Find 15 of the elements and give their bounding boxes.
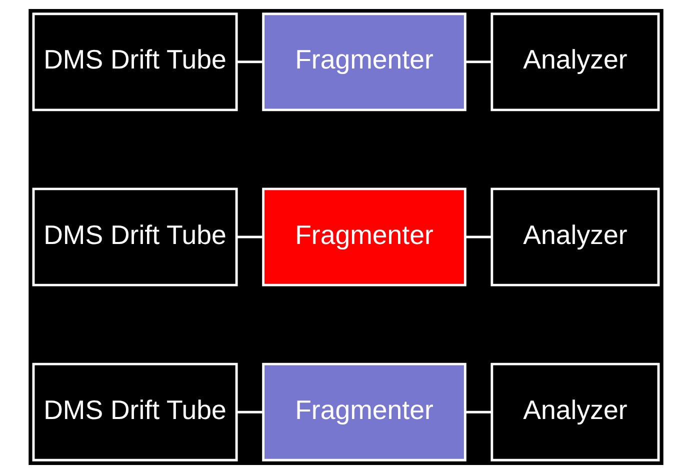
node-box: Analyzer	[490, 187, 660, 286]
connector	[464, 235, 492, 238]
connector	[464, 60, 492, 63]
node-box: Analyzer	[490, 12, 660, 111]
node-box: DMS Drift Tube	[32, 12, 238, 111]
connector	[236, 235, 263, 238]
connector	[236, 60, 263, 63]
node-box: Fragmenter	[262, 362, 466, 461]
node-box: DMS Drift Tube	[32, 362, 238, 461]
node-box: Fragmenter	[262, 12, 466, 111]
connector	[236, 410, 263, 413]
node-box: Fragmenter	[262, 187, 466, 286]
node-box: DMS Drift Tube	[32, 187, 238, 286]
node-box: Analyzer	[490, 362, 660, 461]
connector	[464, 410, 492, 413]
